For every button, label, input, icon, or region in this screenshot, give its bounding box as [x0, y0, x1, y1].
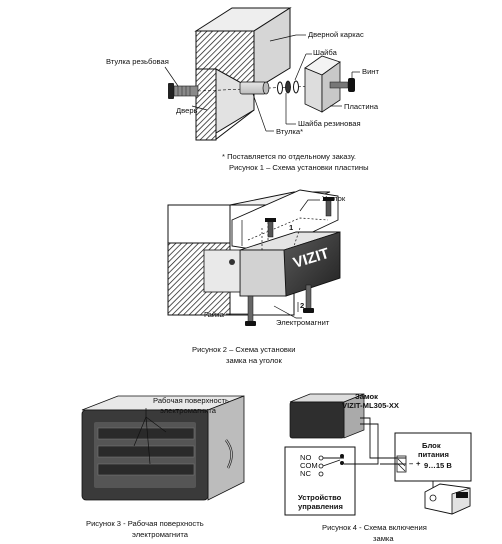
figure-2-caption-line2: замка на уголок [226, 356, 282, 365]
control-label-line1: Устройство [298, 493, 342, 502]
power-adapter [424, 483, 471, 515]
figure-2-leaders [226, 199, 320, 319]
label-door-frame: Дверной каркас [308, 30, 364, 39]
psu-plus: + [416, 459, 421, 468]
figure-2-caption-line1: Рисунок 2 – Схема установки [192, 345, 296, 354]
threaded-bushing [168, 83, 199, 99]
label-electromagnet: Электромагнит [276, 318, 330, 327]
washers [277, 80, 299, 95]
figure-3-caption-line1: Рисунок 3 - Рабочая поверхность [86, 519, 204, 528]
psu-minus: – [409, 459, 413, 468]
terminal-com: COM [300, 461, 318, 470]
label-rubber-washer: Шайба резиновая [298, 119, 361, 128]
figure-2-corner-installation: VIZIT Уголок 1 2 Гайка Электромагнит Рис… [167, 189, 346, 365]
terminal-nc: NC [300, 469, 311, 478]
marker-two: 2 [300, 301, 304, 310]
figure-3-caption-line2: электромагнита [132, 530, 189, 539]
electromagnet-body [203, 231, 341, 297]
psu-voltage: 9…15 В [424, 461, 452, 470]
psu-label-line1: Блок [422, 441, 441, 450]
figure-1-footnote: * Поставляется по отдельному заказу. [222, 152, 356, 161]
label-working-surface-line2: электромагнита [160, 406, 217, 415]
label-bushing: Втулка* [276, 127, 303, 136]
lock-label-line1: Замок [355, 392, 378, 401]
door [195, 68, 255, 141]
label-working-surface-line1: Рабочая поверхность [153, 396, 229, 405]
psu-label-line2: питания [418, 450, 449, 459]
label-plate: Пластина [344, 102, 379, 111]
figure-3-working-surface: Рабочая поверхность электромагнита Рисун… [81, 395, 245, 539]
label-corner: Уголок [322, 194, 346, 203]
lock-magnet [289, 393, 365, 439]
figure-4-caption-line1: Рисунок 4 - Схема включения [322, 523, 427, 532]
bottom-bolts [245, 284, 314, 326]
figure-1-plate-installation: Дверной каркас Втулка резьбовая Шайба Ви… [106, 7, 380, 172]
bushing [239, 81, 270, 95]
label-door: Дверь [176, 106, 198, 115]
terminal-no: NO [300, 453, 311, 462]
marker-one: 1 [289, 223, 294, 232]
label-threaded-bushing: Втулка резьбовая [106, 57, 169, 66]
figure-4-caption-line2: замка [373, 534, 394, 543]
figure-4-wiring: Замок VIZIT-ML305-XX NO COM NC Устройств… [284, 392, 472, 543]
control-label-line2: управления [298, 502, 343, 511]
lock-label-line2: VIZIT-ML305-XX [342, 401, 399, 410]
figure-1-leaders [164, 34, 360, 132]
label-nut: Гайка [204, 310, 225, 319]
label-screw: Винт [362, 67, 380, 76]
wiring [323, 417, 434, 488]
label-washer: Шайба [313, 48, 338, 57]
screw [329, 78, 355, 92]
top-screws [265, 197, 334, 238]
figure-1-caption: Рисунок 1 – Схема установки пластины [229, 163, 369, 172]
